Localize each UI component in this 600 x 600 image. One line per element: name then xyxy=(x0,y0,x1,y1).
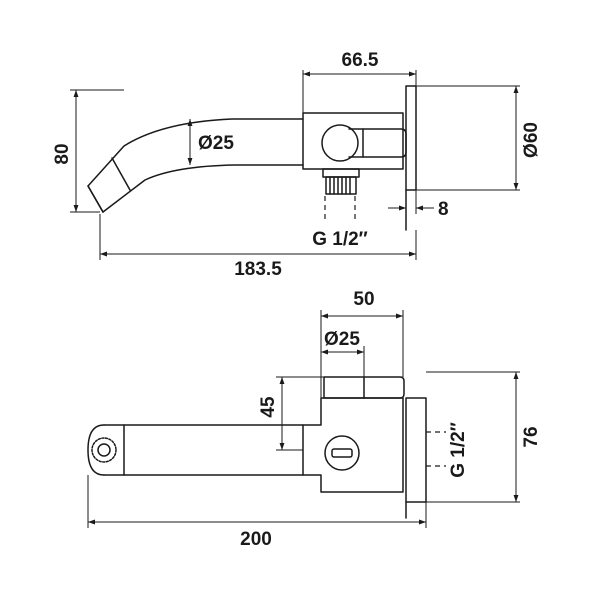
spout-front xyxy=(87,424,304,476)
flange-front xyxy=(405,397,427,503)
dim-flange-height-front: 76 xyxy=(521,426,542,447)
handle-hub-side xyxy=(321,124,359,162)
dim-spout-diameter-side: Ø25 xyxy=(198,133,234,154)
thread-connection-side xyxy=(322,168,360,195)
dim-flange-diameter: Ø60 xyxy=(521,122,542,158)
dim-width-side: 66.5 xyxy=(342,50,379,71)
dim-width-front: 50 xyxy=(353,289,374,310)
valve-body-front xyxy=(302,397,404,493)
spout-side xyxy=(87,118,304,213)
flange-side xyxy=(405,85,417,191)
dim-flange-thickness: 8 xyxy=(438,199,449,220)
valve-body-side xyxy=(302,112,404,170)
dim-handle-diameter: Ø25 xyxy=(324,329,360,350)
dim-thread-side: G 1/2″ xyxy=(312,229,368,250)
dim-height-front: 45 xyxy=(258,396,279,418)
dim-thread-front: G 1/2″ xyxy=(448,422,469,478)
dim-total-length-front: 200 xyxy=(240,529,272,550)
cartridge-front xyxy=(324,435,360,471)
handle-front xyxy=(323,376,365,399)
dim-height-side: 80 xyxy=(52,143,73,164)
aerator-front xyxy=(91,437,117,463)
dim-total-length-side: 183.5 xyxy=(234,259,282,280)
handle-lever-front xyxy=(363,376,405,399)
side-view: 66.5 80 Ø25 Ø60 8 G 1/2″ 183.5 xyxy=(52,50,542,280)
front-view: 50 Ø25 45 76 G 1/2″ 200 xyxy=(87,289,542,550)
